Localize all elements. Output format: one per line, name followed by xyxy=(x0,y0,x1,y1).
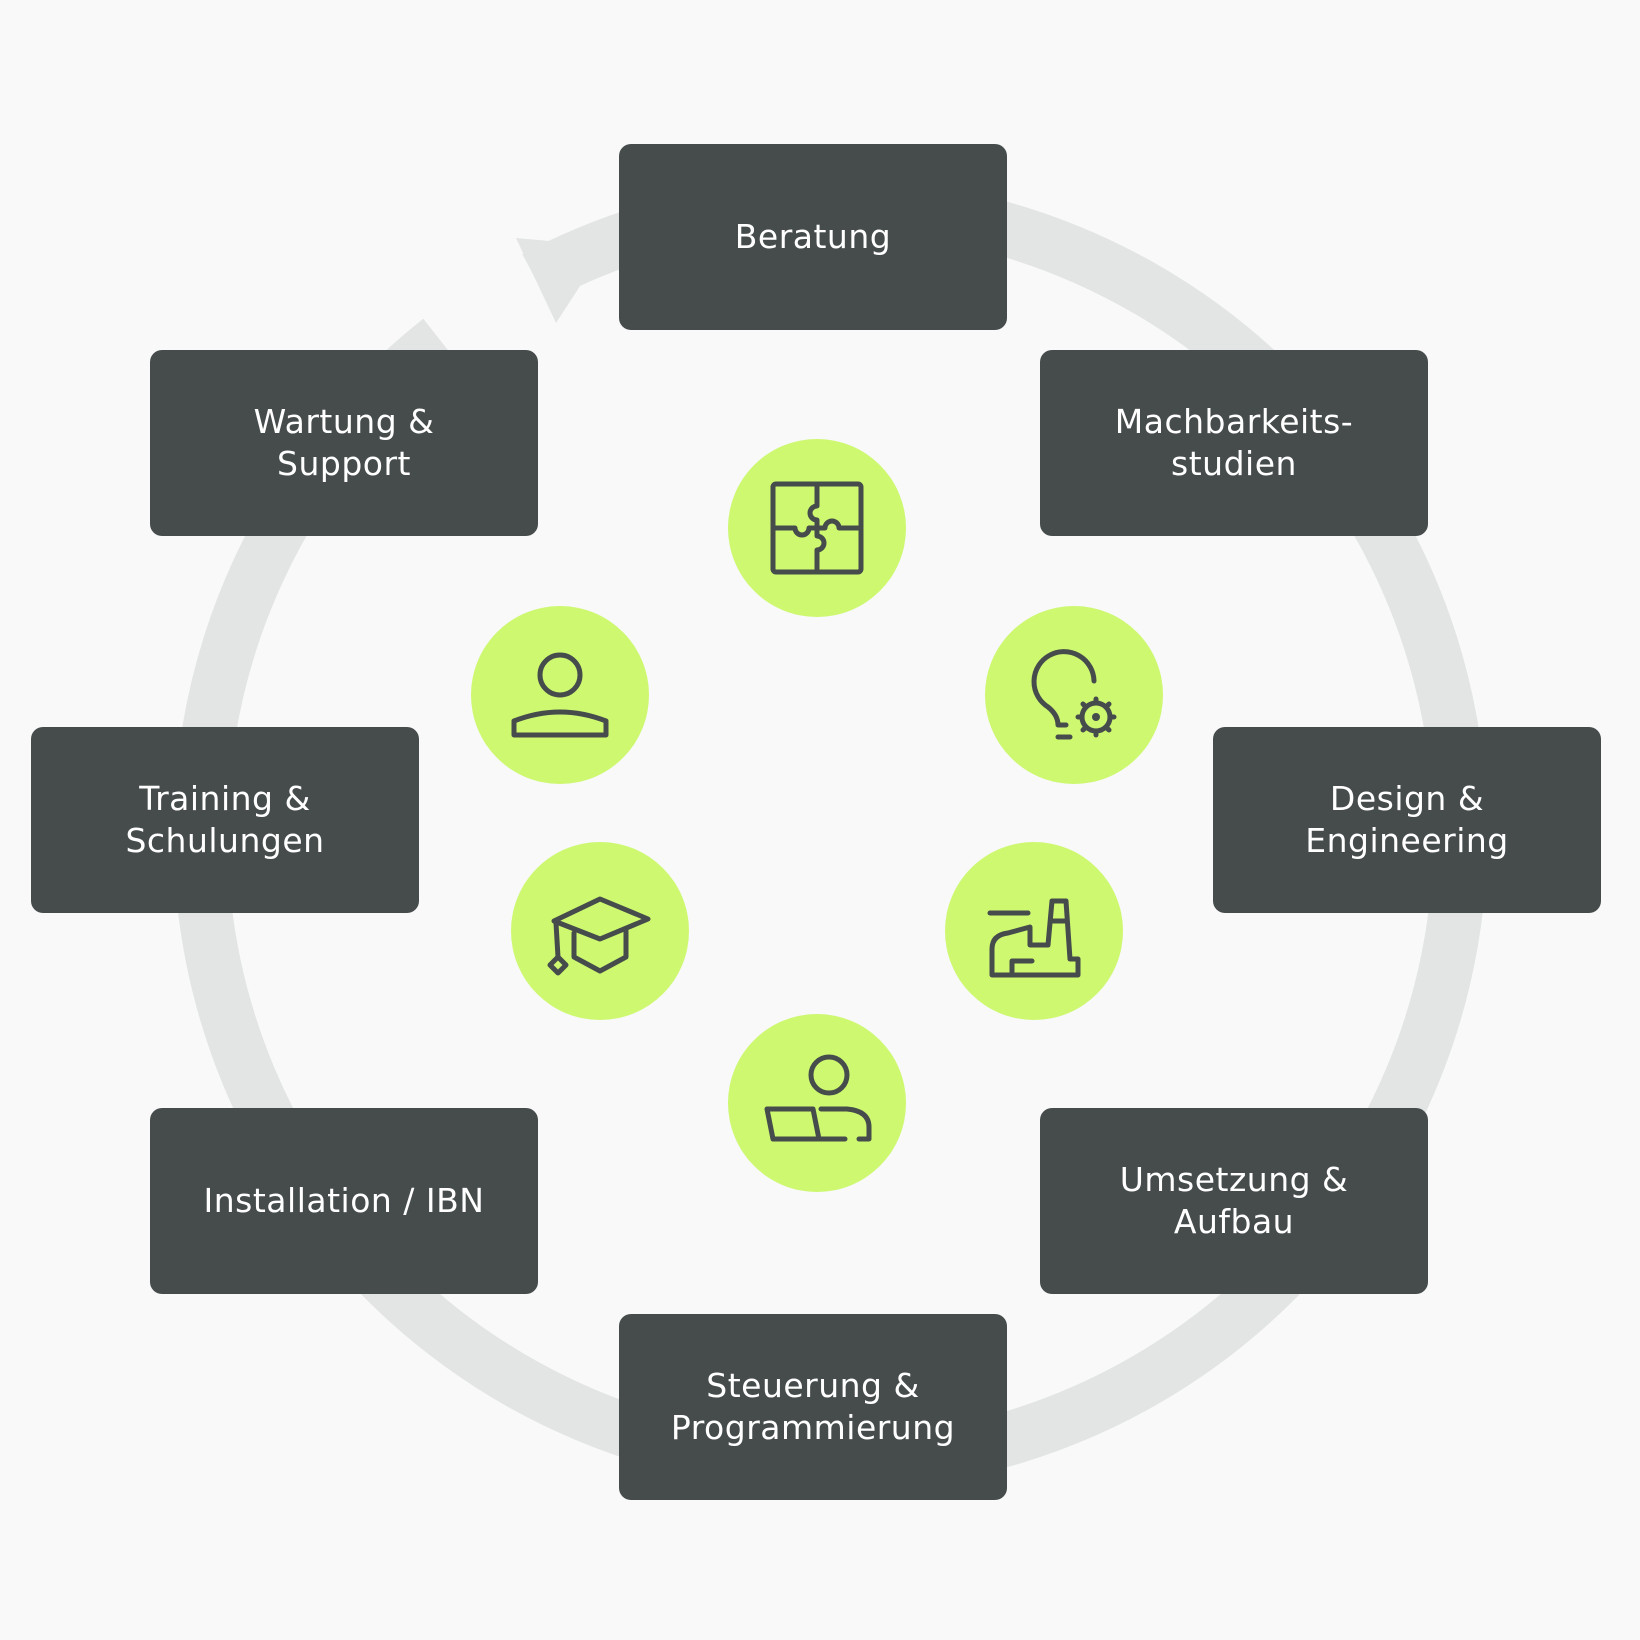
step-machbarkeitsstudien: Machbarkeits- studien xyxy=(1040,350,1428,536)
step-steuerung-programmierung: Steuerung & Programmierung xyxy=(619,1314,1007,1500)
puzzle-icon xyxy=(770,481,864,575)
step-label: Beratung xyxy=(734,217,892,256)
step-wartung-support: Wartung & Support xyxy=(150,350,538,536)
step-beratung: Beratung xyxy=(619,144,1007,330)
step-label: Steuerung & Programmierung xyxy=(670,1366,956,1447)
step-design-engineering: Design & Engineering xyxy=(1213,727,1601,913)
person-icon-circle xyxy=(471,606,649,784)
step-label: Training & Schulungen xyxy=(125,779,325,860)
step-label: Machbarkeits- studien xyxy=(1114,402,1354,483)
step-label: Wartung & Support xyxy=(253,402,435,483)
factory-icon-circle xyxy=(945,842,1123,1020)
person-icon xyxy=(511,652,609,738)
step-label: Umsetzung & Aufbau xyxy=(1119,1160,1349,1241)
graduation-cap-icon-circle xyxy=(511,842,689,1020)
step-label: Installation / IBN xyxy=(203,1181,485,1220)
graduation-cap-icon xyxy=(547,896,651,976)
person-laptop-icon xyxy=(764,1054,872,1142)
lightbulb-gear-icon xyxy=(1031,649,1117,740)
cycle-arrowhead xyxy=(516,238,606,323)
step-installation-ibn: Installation / IBN xyxy=(150,1108,538,1294)
step-umsetzung-aufbau: Umsetzung & Aufbau xyxy=(1040,1108,1428,1294)
person-laptop-icon-circle xyxy=(728,1014,906,1192)
step-label: Design & Engineering xyxy=(1305,779,1509,860)
lightbulb-gear-icon-circle xyxy=(985,606,1163,784)
step-training-schulungen: Training & Schulungen xyxy=(31,727,419,913)
factory-icon xyxy=(987,898,1081,978)
puzzle-icon-circle xyxy=(728,439,906,617)
